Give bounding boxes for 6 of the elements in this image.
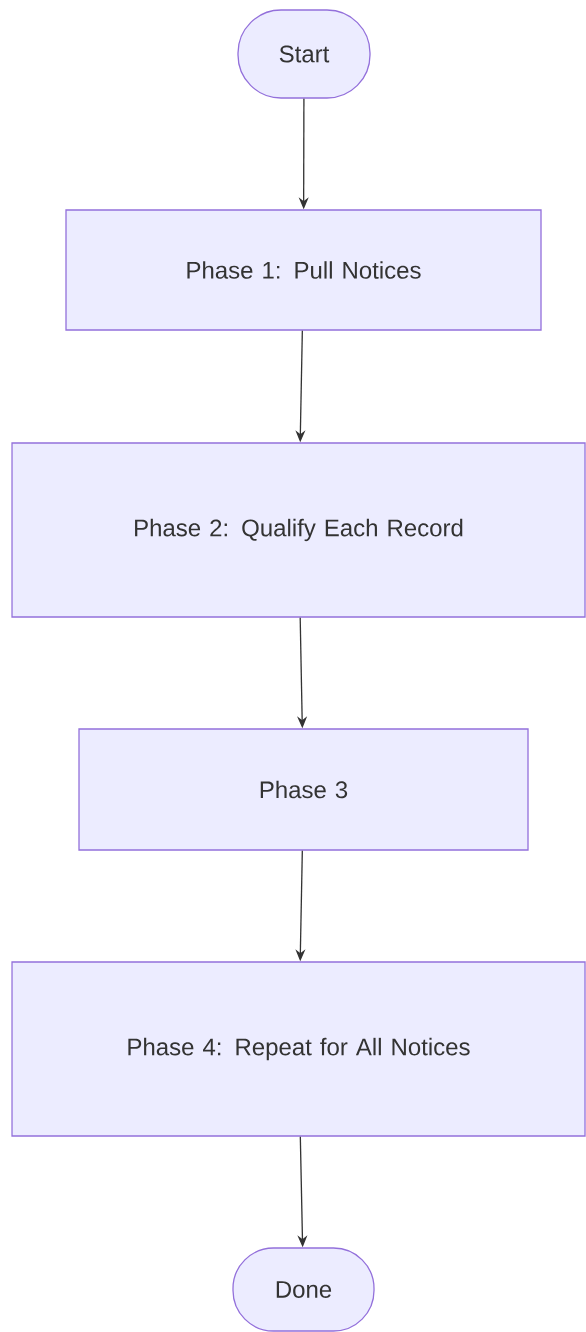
terminal-box: Done (232, 1247, 375, 1332)
process-box: Phase 1: Pull Notices (65, 209, 542, 331)
process-box: Phase 4: Repeat for All Notices (11, 961, 586, 1137)
process-box: Phase 2: Qualify Each Record (11, 442, 586, 618)
terminal-box: Start (237, 9, 371, 99)
process-box: Phase 3 (78, 728, 529, 851)
